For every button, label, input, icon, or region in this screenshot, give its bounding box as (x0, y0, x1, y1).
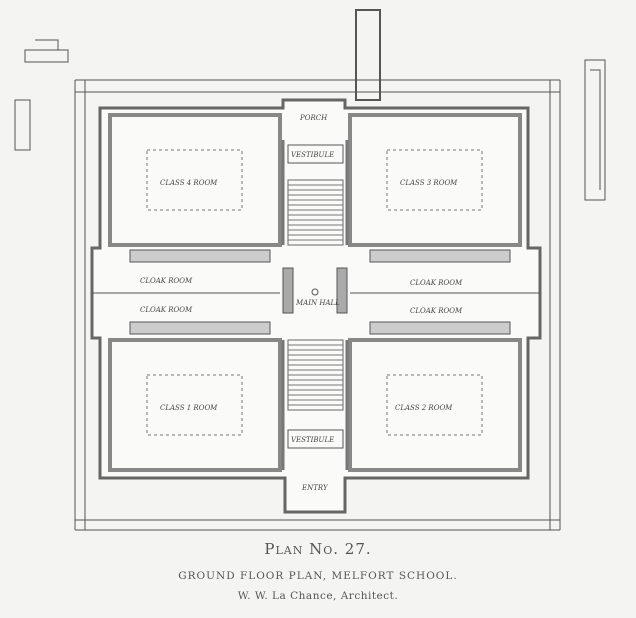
label-vestibule-bottom: VESTIBULE (291, 436, 334, 444)
vestibule-top (287, 144, 344, 164)
label-porch: PORCH (299, 114, 328, 122)
stair-treads (288, 184, 343, 406)
wardrobe-row (369, 321, 511, 335)
label-class-bottom-right: CLASS 2 ROOM (395, 404, 453, 412)
wardrobe-row (369, 249, 511, 263)
classroom-top-left (108, 113, 282, 247)
classroom-top-right (348, 113, 522, 247)
wardrobe-row (129, 249, 271, 263)
plan-title: GROUND FLOOR PLAN, MELFORT SCHOOL. (178, 570, 458, 582)
label-entry: ENTRY (301, 484, 329, 492)
architect-credit: W. W. La Chance, Architect. (237, 590, 399, 602)
hall-chimney (336, 267, 348, 314)
classroom-bottom-right (348, 338, 522, 472)
label-cloak-room: CLOAK ROOM (140, 306, 193, 314)
label-cloak-room: CLOAK ROOM (410, 307, 463, 315)
detail-sketch-top-left (24, 39, 69, 63)
staircase (287, 179, 344, 246)
label-cloak-room: CLOAK ROOM (410, 279, 463, 287)
label-cloak-room: CLOAK ROOM (140, 277, 193, 285)
label-class-top-right: CLASS 3 ROOM (400, 179, 458, 187)
chimney-detail (355, 9, 381, 101)
label-vestibule-top: VESTIBULE (291, 151, 334, 159)
label-class-bottom-left: CLASS 1 ROOM (160, 404, 218, 412)
label-main-hall: MAIN HALL (295, 299, 340, 307)
detail-sketch-right (584, 59, 606, 201)
plan-number: Plan No. 27. (264, 540, 372, 558)
detail-sketch-left (14, 99, 31, 151)
room-labels: CLASS 4 ROOM CLASS 3 ROOM CLASS 1 ROOM C… (140, 114, 463, 492)
hall-column (311, 288, 319, 296)
label-class-top-left: CLASS 4 ROOM (160, 179, 218, 187)
building-outline (90, 98, 542, 514)
wardrobe-row (129, 321, 271, 335)
classroom-bottom-left (108, 338, 282, 472)
vestibule-bottom (287, 429, 344, 449)
hall-chimney (282, 267, 294, 314)
